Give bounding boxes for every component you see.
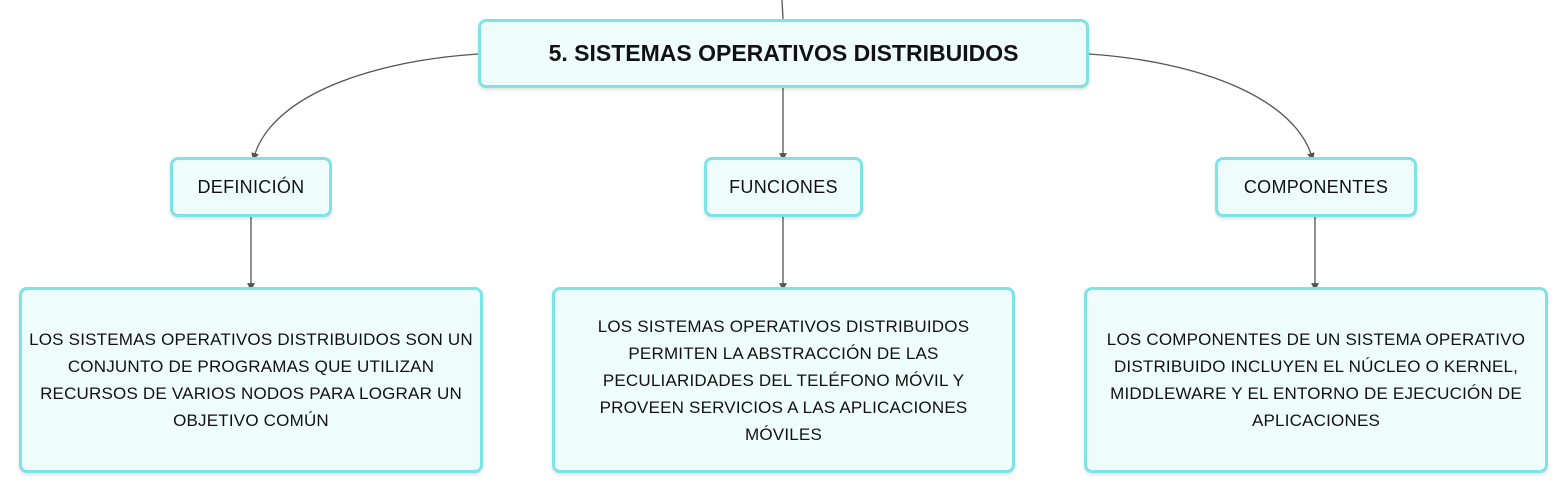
branch-label-funciones: FUNCIONES bbox=[729, 176, 838, 197]
branch-node-componentes[interactable]: COMPONENTES bbox=[1215, 157, 1417, 217]
root-node-label: 5. SISTEMAS OPERATIVOS DISTRIBUIDOS bbox=[548, 40, 1019, 66]
branch-node-funciones[interactable]: FUNCIONES bbox=[704, 157, 863, 217]
connector-root-componentes bbox=[1088, 53, 1315, 161]
connector-root-definicion bbox=[251, 53, 479, 161]
branch-label-definicion: DEFINICIÓN bbox=[197, 176, 305, 197]
detail-text-componentes: LOS COMPONENTES DE UN SISTEMA OPERATIVO … bbox=[1106, 330, 1526, 430]
detail-node-funciones[interactable]: LOS SISTEMAS OPERATIVOS DISTRIBUIDOS PER… bbox=[552, 287, 1015, 473]
branch-label-componentes: COMPONENTES bbox=[1243, 176, 1389, 197]
detail-text-definicion: LOS SISTEMAS OPERATIVOS DISTRIBUIDOS SON… bbox=[29, 330, 473, 430]
root-node-title[interactable]: 5. SISTEMAS OPERATIVOS DISTRIBUIDOS bbox=[478, 19, 1089, 88]
incoming-connector bbox=[781, 0, 784, 20]
detail-node-definicion[interactable]: LOS SISTEMAS OPERATIVOS DISTRIBUIDOS SON… bbox=[19, 287, 483, 473]
detail-node-componentes[interactable]: LOS COMPONENTES DE UN SISTEMA OPERATIVO … bbox=[1084, 287, 1548, 473]
branch-node-definicion[interactable]: DEFINICIÓN bbox=[170, 157, 332, 217]
detail-text-funciones: LOS SISTEMAS OPERATIVOS DISTRIBUIDOS PER… bbox=[597, 316, 970, 444]
